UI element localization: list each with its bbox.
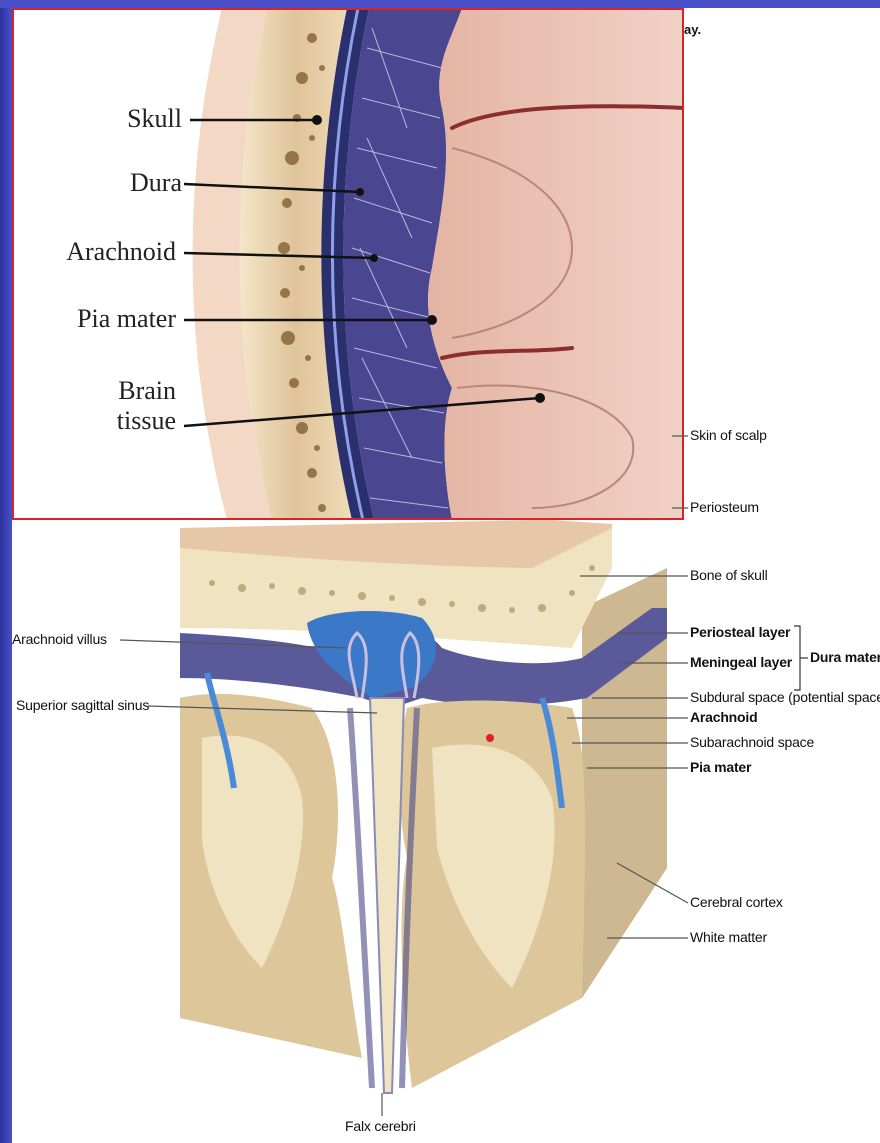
label-meningeal-layer: Meningeal layer	[690, 654, 792, 670]
cortical-veins	[207, 673, 562, 808]
label-pia-mater: Pia mater	[12, 306, 176, 332]
left-hemisphere	[180, 694, 362, 1058]
label-periosteal-layer: Periosteal layer	[690, 624, 790, 640]
skull-bone-block	[180, 528, 612, 648]
label-white-matter: White matter	[690, 929, 767, 945]
header-fragment: ay.	[684, 22, 701, 37]
label-dura-mater: Dura mater	[810, 649, 880, 665]
artery-dot	[486, 734, 494, 742]
white-matter-regions	[202, 736, 555, 989]
label-cerebral-cortex: Cerebral cortex	[690, 894, 783, 910]
superior-sagittal-sinus	[307, 611, 436, 698]
label-bone-of-skull: Bone of skull	[690, 567, 768, 583]
label-pia-mater-bottom: Pia mater	[690, 759, 751, 775]
pia-arachnoid-folds	[350, 708, 417, 1088]
falx-cerebri	[370, 698, 404, 1093]
brain-tissue	[428, 8, 684, 520]
label-falx-cerebri: Falx cerebri	[345, 1118, 416, 1134]
label-superior-sagittal-sinus: Superior sagittal sinus	[16, 697, 149, 713]
label-brain-tissue-line1: Brain	[52, 378, 176, 404]
label-dura: Dura	[52, 170, 182, 196]
block-side-face	[582, 568, 667, 998]
label-skull: Skull	[82, 106, 182, 132]
label-subarachnoid-space: Subarachnoid space	[690, 734, 814, 750]
skull-diploe-block	[209, 565, 595, 613]
label-brain-tissue-line2: tissue	[52, 408, 176, 434]
label-skin-of-scalp: Skin of scalp	[690, 427, 767, 443]
label-subdural-space: Subdural space (potential space)	[690, 689, 880, 705]
slide-top-edge	[0, 0, 880, 8]
label-arachnoid-villus: Arachnoid villus	[12, 631, 107, 647]
label-arachnoid-bottom: Arachnoid	[690, 709, 757, 725]
label-periosteum: Periosteum	[690, 499, 759, 515]
left-leader-lines	[120, 640, 377, 713]
scalp-top	[180, 520, 612, 608]
dura-mater-block	[180, 608, 667, 708]
dura-mater-bracket	[794, 626, 808, 690]
slide-left-edge	[0, 0, 12, 1143]
right-hemisphere	[400, 701, 585, 1089]
label-arachnoid: Arachnoid	[6, 239, 176, 265]
arachnoid-villi	[349, 633, 419, 698]
figure-page: ay. Skull Dura Arachnoid Pia mater Brain…	[12, 8, 880, 1143]
